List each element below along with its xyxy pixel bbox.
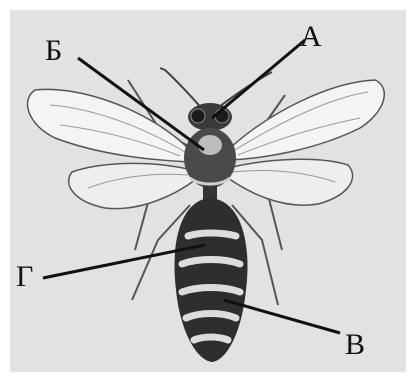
label-g: Г — [16, 262, 33, 292]
label-a: А — [300, 22, 322, 52]
left-hindwing — [69, 163, 195, 208]
right-forewing — [230, 80, 384, 160]
thorax-highlight — [198, 135, 222, 155]
left-forewing — [28, 89, 190, 162]
wasp-waist — [203, 186, 217, 200]
label-v: В — [345, 330, 365, 360]
label-b: Б — [45, 36, 62, 66]
left-compound-eye — [191, 109, 205, 123]
right-hindwing — [228, 159, 353, 205]
